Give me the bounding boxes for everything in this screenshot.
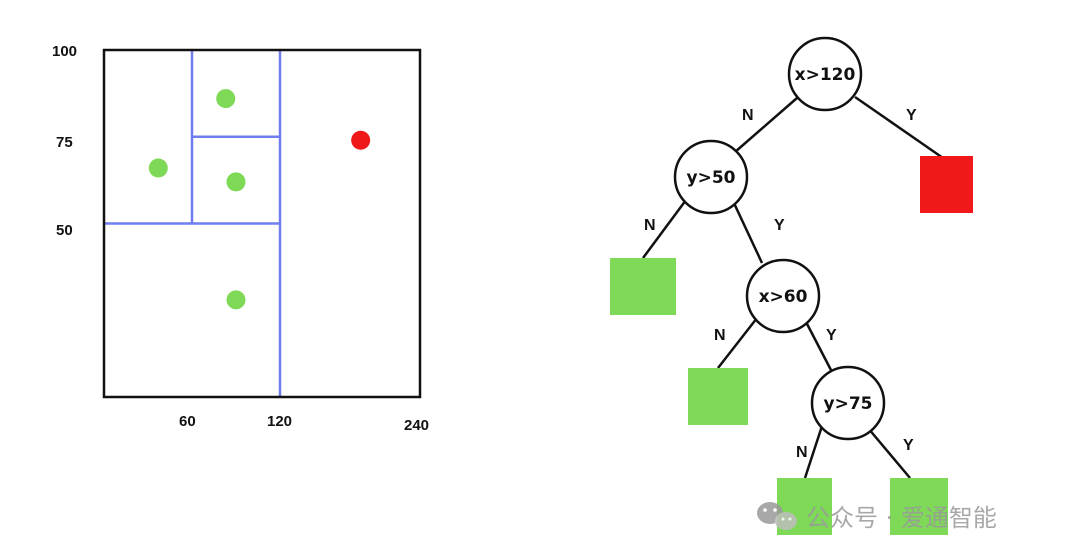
data-point-green-2: [226, 172, 246, 192]
edge-label-n1-leaf1: N: [644, 217, 656, 234]
feature-space-plot: 100 75 50 60 120 240: [52, 43, 429, 434]
x-tick-120: 120: [267, 413, 292, 430]
edge-label-root-leafred: Y: [906, 107, 917, 124]
node-n1-label: y>50: [687, 168, 736, 188]
edge-n2-leaf2: [717, 317, 758, 369]
edge-n3-leaf4: [867, 427, 911, 479]
leaf-green-1: [610, 258, 676, 315]
split-lines: [104, 50, 282, 397]
node-n2-label: x>60: [759, 287, 808, 307]
decision-tree: N Y N Y N Y N Y x>120 y>50 x>60 y>75: [610, 36, 973, 535]
plot-frame: [102, 48, 422, 399]
edge-label-n3-leaf3: N: [796, 444, 808, 461]
leaf-red: [920, 156, 973, 213]
watermark: 公众号 · 爱通智能: [757, 502, 997, 532]
edge-n2-n3: [803, 319, 834, 373]
edge-label-n3-leaf4: Y: [903, 437, 914, 454]
data-point-green-0: [216, 89, 236, 109]
leaf-green-2: [688, 368, 748, 425]
data-point-green-1: [148, 158, 168, 178]
watermark-text: 公众号 · 爱通智能: [806, 504, 997, 532]
leaf-green-4: [890, 478, 948, 535]
wechat-icon: [757, 502, 797, 530]
node-root: x>120: [787, 36, 863, 112]
data-point-red-4: [351, 130, 371, 150]
node-n3-label: y>75: [824, 394, 873, 414]
data-point-green-3: [226, 290, 246, 310]
node-n1: y>50: [673, 139, 749, 215]
y-tick-50: 50: [56, 222, 73, 239]
node-root-label: x>120: [795, 65, 856, 85]
x-tick-60: 60: [179, 413, 196, 430]
x-tick-240: 240: [404, 417, 429, 434]
edge-label-root-n1: N: [742, 107, 754, 124]
data-points: [148, 89, 371, 310]
edge-n3-leaf3: [803, 425, 824, 479]
edge-root-n1: [734, 97, 798, 153]
node-n3: y>75: [810, 365, 886, 441]
edge-n1-leaf1: [641, 199, 688, 259]
y-tick-75: 75: [56, 134, 73, 151]
edge-n1-n2: [731, 200, 764, 264]
tree-edges: [641, 95, 944, 479]
y-tick-100: 100: [52, 43, 77, 60]
edge-label-n2-n3: Y: [826, 327, 837, 344]
edge-label-n1-n2: Y: [774, 217, 785, 234]
node-n2: x>60: [745, 258, 821, 334]
edge-label-n2-leaf2: N: [714, 327, 726, 344]
edge-root-leafred: [854, 95, 944, 160]
